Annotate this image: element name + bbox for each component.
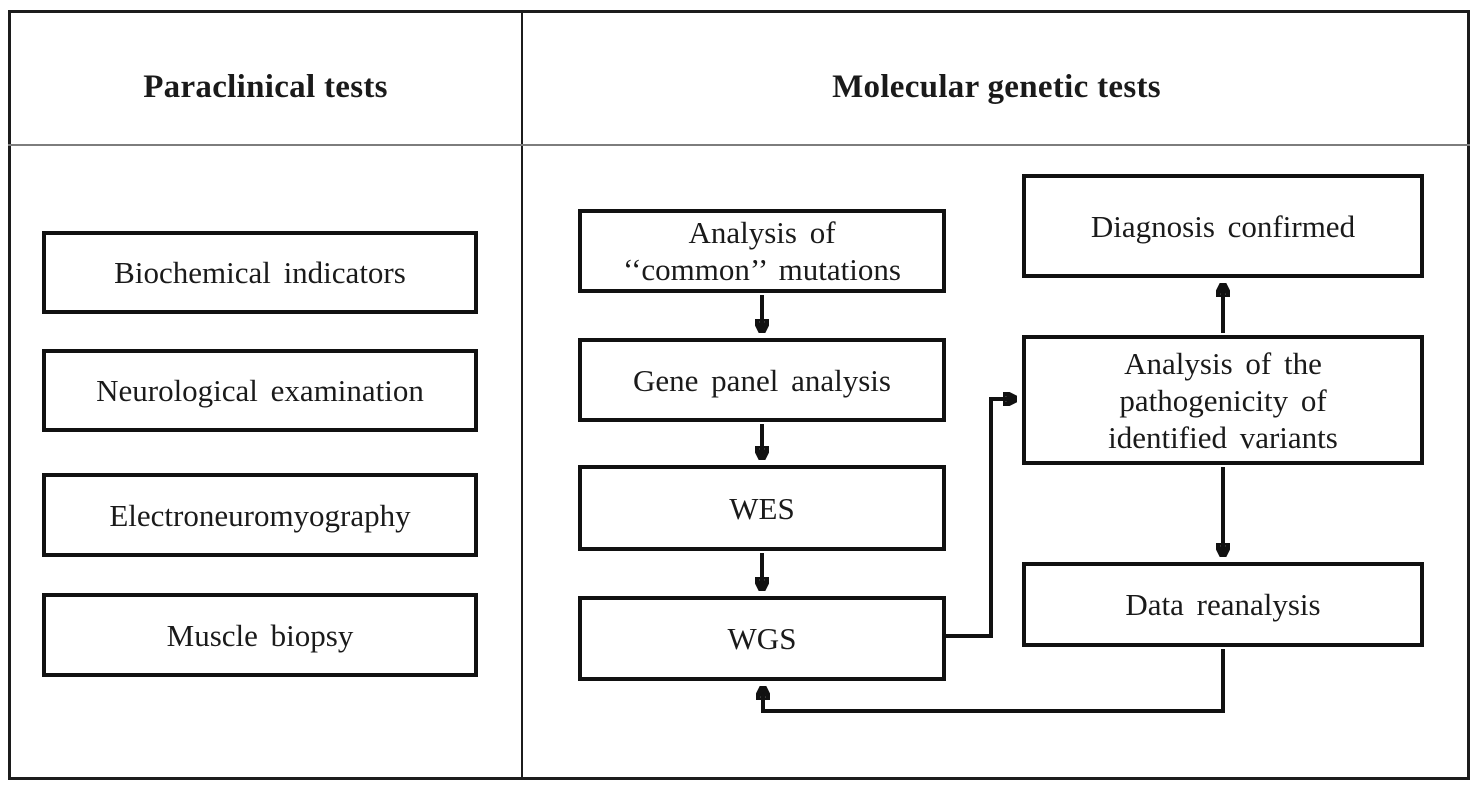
node-data-reanalysis: Data reanalysis	[1022, 562, 1424, 647]
node-label-line2: ‘‘common’’ mutations	[623, 252, 901, 287]
node-label: WGS	[727, 621, 797, 656]
node-pathogenicity-analysis: Analysis of the pathogenicity of identif…	[1022, 335, 1424, 465]
node-analysis-common-mutations: Analysis of ‘‘common’’ mutations	[578, 209, 946, 293]
node-label: Diagnosis confirmed	[1090, 208, 1356, 244]
header-separator	[8, 144, 1470, 146]
node-label-line3: identified variants	[1108, 419, 1338, 455]
header-paraclinical-tests: Paraclinical tests	[143, 69, 388, 105]
node-label: WES	[729, 490, 795, 526]
column-divider	[521, 10, 523, 780]
node-biochemical-indicators: Biochemical indicators	[42, 231, 478, 314]
node-label: Biochemical indicators	[114, 255, 406, 290]
node-gene-panel-analysis: Gene panel analysis	[578, 338, 946, 422]
node-label: Data reanalysis	[1125, 587, 1321, 622]
node-wes: WES	[578, 465, 946, 551]
outer-border	[8, 10, 1470, 780]
node-label: Gene panel analysis	[633, 362, 891, 398]
node-label: Muscle biopsy	[166, 617, 354, 653]
node-wgs: WGS	[578, 596, 946, 681]
node-diagnosis-confirmed: Diagnosis confirmed	[1022, 174, 1424, 278]
node-neurological-examination: Neurological examination	[42, 349, 478, 432]
node-label-line1: Analysis of the	[1124, 345, 1322, 381]
node-electroneuromyography: Electroneuromyography	[42, 473, 478, 557]
node-muscle-biopsy: Muscle biopsy	[42, 593, 478, 677]
node-label-line1: Analysis of	[688, 215, 836, 250]
node-label: Electroneuromyography	[109, 497, 411, 533]
node-label-line2: pathogenicity of	[1119, 382, 1327, 418]
node-label: Neurological examination	[96, 373, 424, 408]
header-molecular-genetic-tests: Molecular genetic tests	[832, 69, 1161, 105]
